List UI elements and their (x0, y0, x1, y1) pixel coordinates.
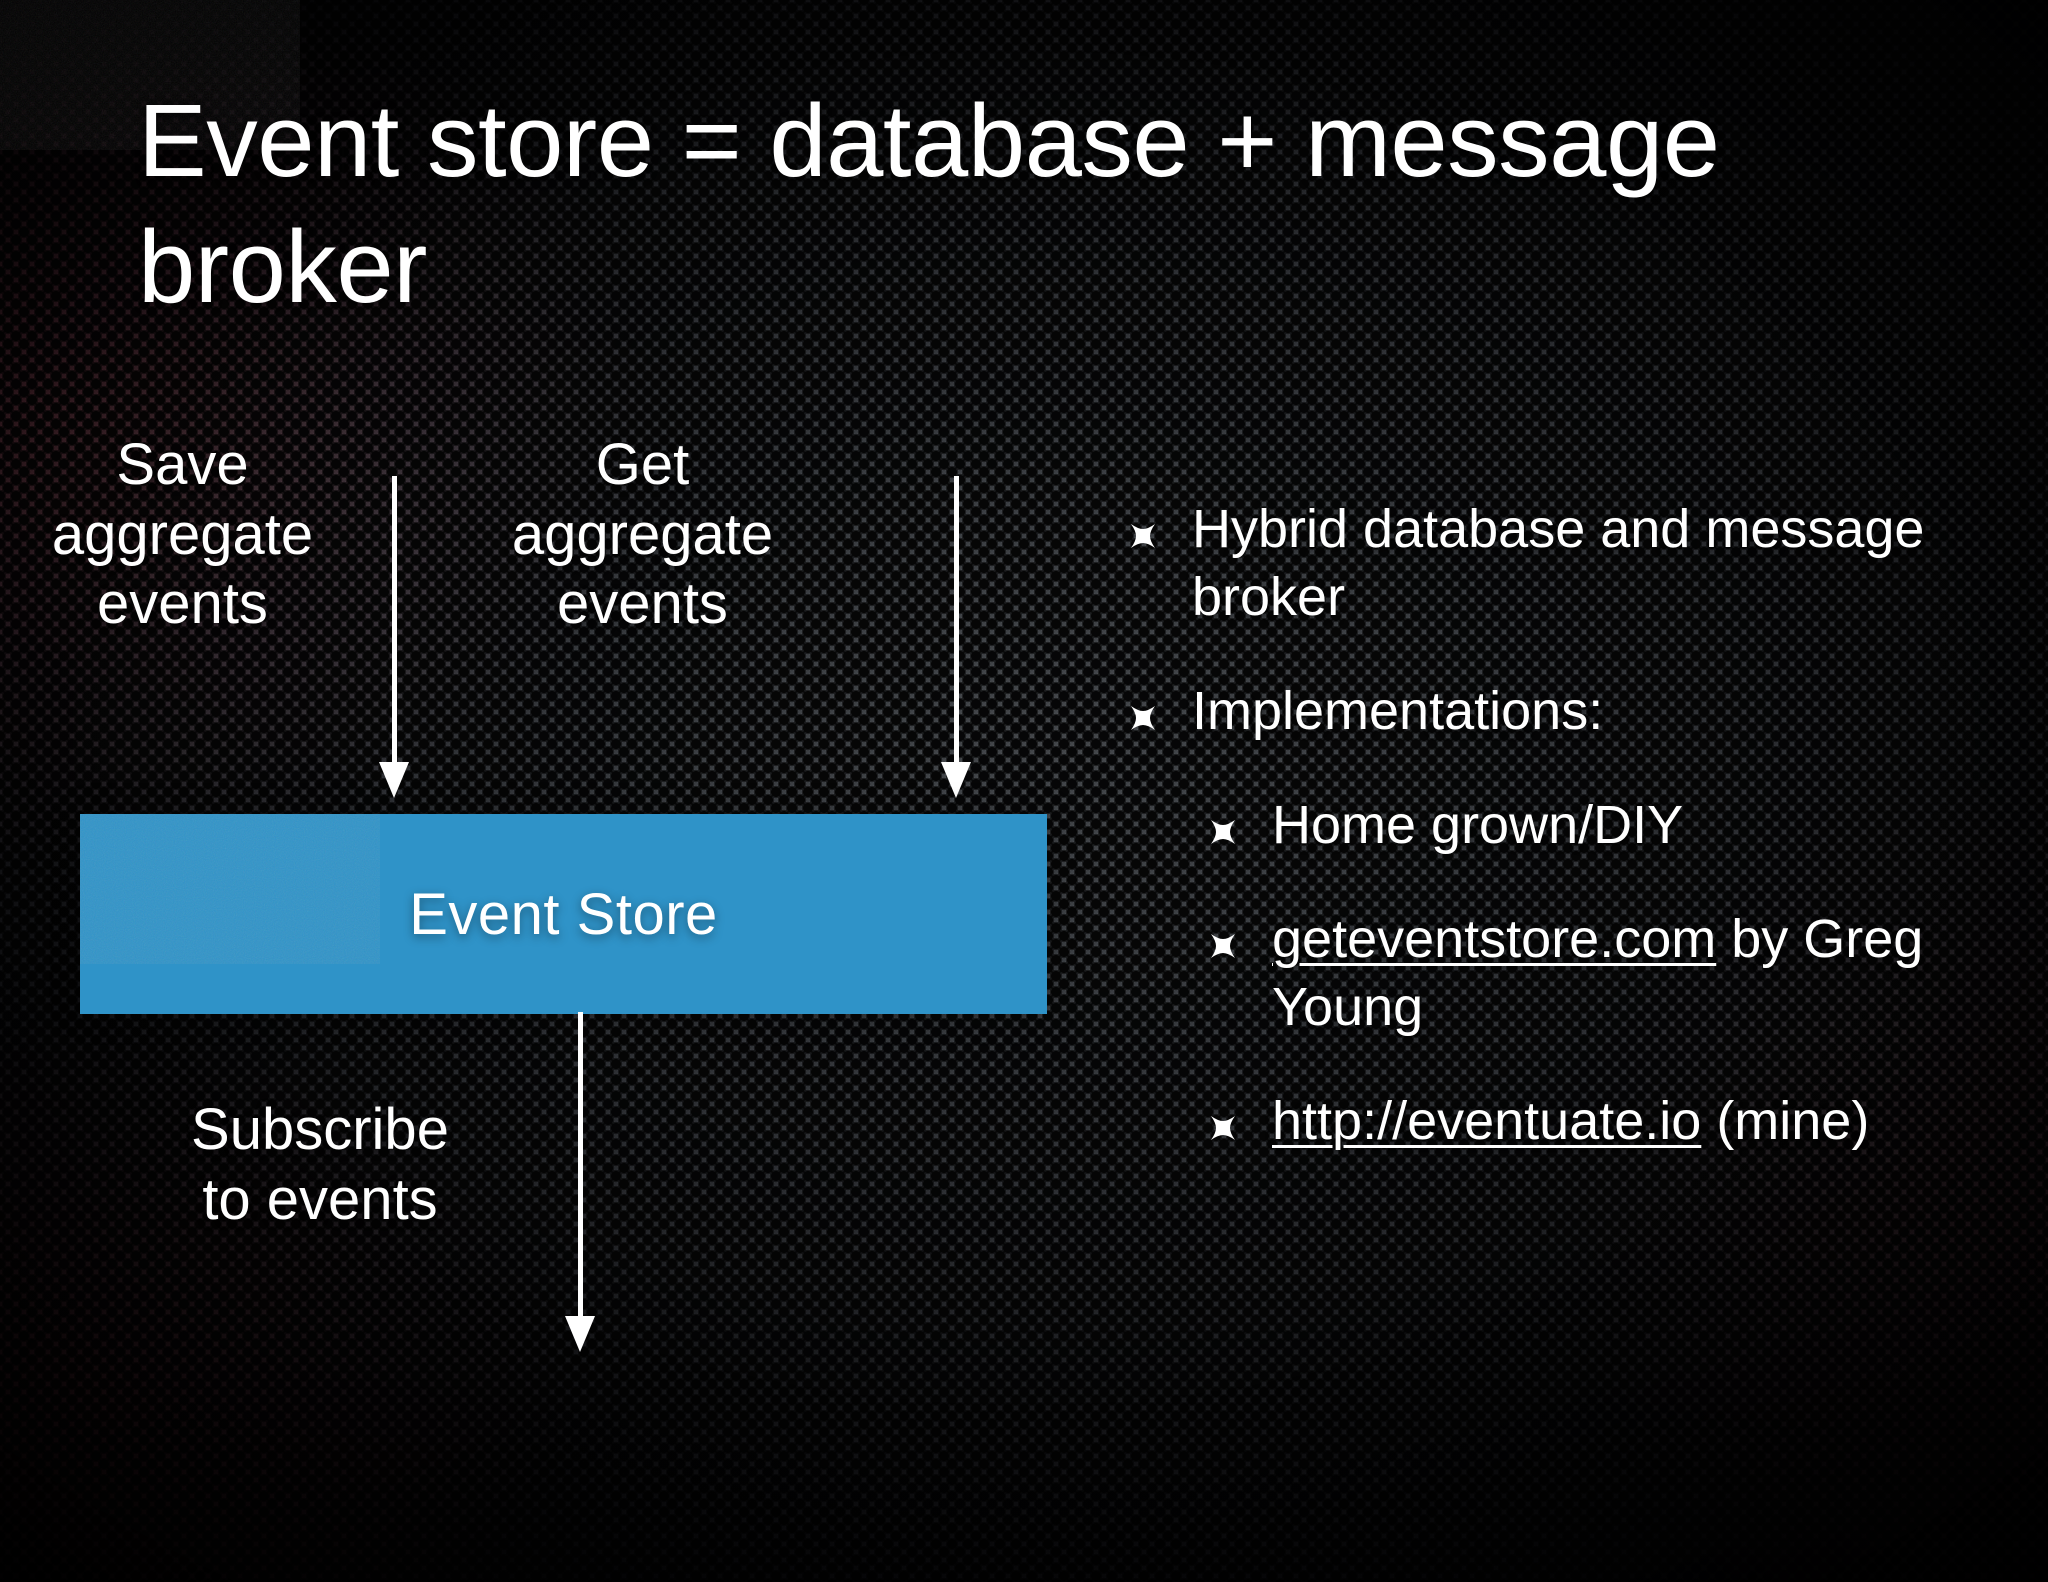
concave-square-bullet-icon (1128, 521, 1158, 551)
concave-square-bullet-icon (1208, 1113, 1238, 1143)
bullet-label: geteventstore.com by Greg Young (1272, 905, 1988, 1041)
concave-square-bullet-icon (1208, 931, 1238, 961)
bullet-label: Hybrid database and message broker (1192, 499, 1925, 628)
bullet-label-suffix: by Greg Young (1272, 909, 1924, 1038)
arrow-save-to-event-store (371, 476, 417, 798)
bullet-item: geteventstore.com by Greg Young (1128, 905, 1988, 1041)
bullet-item: Home grown/DIY (1128, 791, 1988, 859)
diagram-label-get-aggregate-events: Get aggregate events (511, 432, 774, 637)
arrow-shaft (578, 1012, 583, 1318)
bullet-label-suffix: (mine) (1701, 1091, 1870, 1152)
arrow-head-down-icon (379, 762, 409, 798)
bullet-list: Hybrid database and message broker Imple… (1128, 495, 1988, 1201)
bullet-item: http://eventuate.io (mine) (1128, 1087, 1988, 1155)
arrow-shaft (392, 476, 397, 764)
geteventstore-link[interactable]: geteventstore.com (1272, 909, 1717, 970)
arrow-get-to-event-store (933, 476, 979, 798)
arrow-shaft (954, 476, 959, 764)
background-noise-overlay (0, 0, 300, 150)
event-store-box-label: Event Store (409, 881, 718, 947)
event-store-box: Event Store (80, 814, 1047, 1014)
diagram-label-save-aggregate-events: Save aggregate events (51, 432, 314, 637)
concave-square-bullet-icon (1128, 703, 1158, 733)
arrow-head-down-icon (565, 1316, 595, 1352)
arrow-event-store-to-subscribers (557, 1012, 603, 1352)
box-noise-overlay (80, 814, 380, 964)
eventuate-link[interactable]: http://eventuate.io (1272, 1091, 1702, 1152)
bullet-label: Home grown/DIY (1272, 795, 1684, 856)
concave-square-bullet-icon (1208, 817, 1238, 847)
arrow-head-down-icon (941, 762, 971, 798)
bullet-label: Implementations: (1192, 681, 1604, 742)
slide-title: Event store = database + message broker (138, 83, 1720, 324)
bullet-item: Hybrid database and message broker (1128, 495, 1988, 631)
event-store-diagram: Save aggregate events Get aggregate even… (51, 432, 1047, 1352)
diagram-label-subscribe-to-events: Subscribe to events (191, 1097, 449, 1232)
bullet-label: http://eventuate.io (mine) (1272, 1087, 1988, 1155)
bullet-item: Implementations: (1128, 677, 1988, 745)
